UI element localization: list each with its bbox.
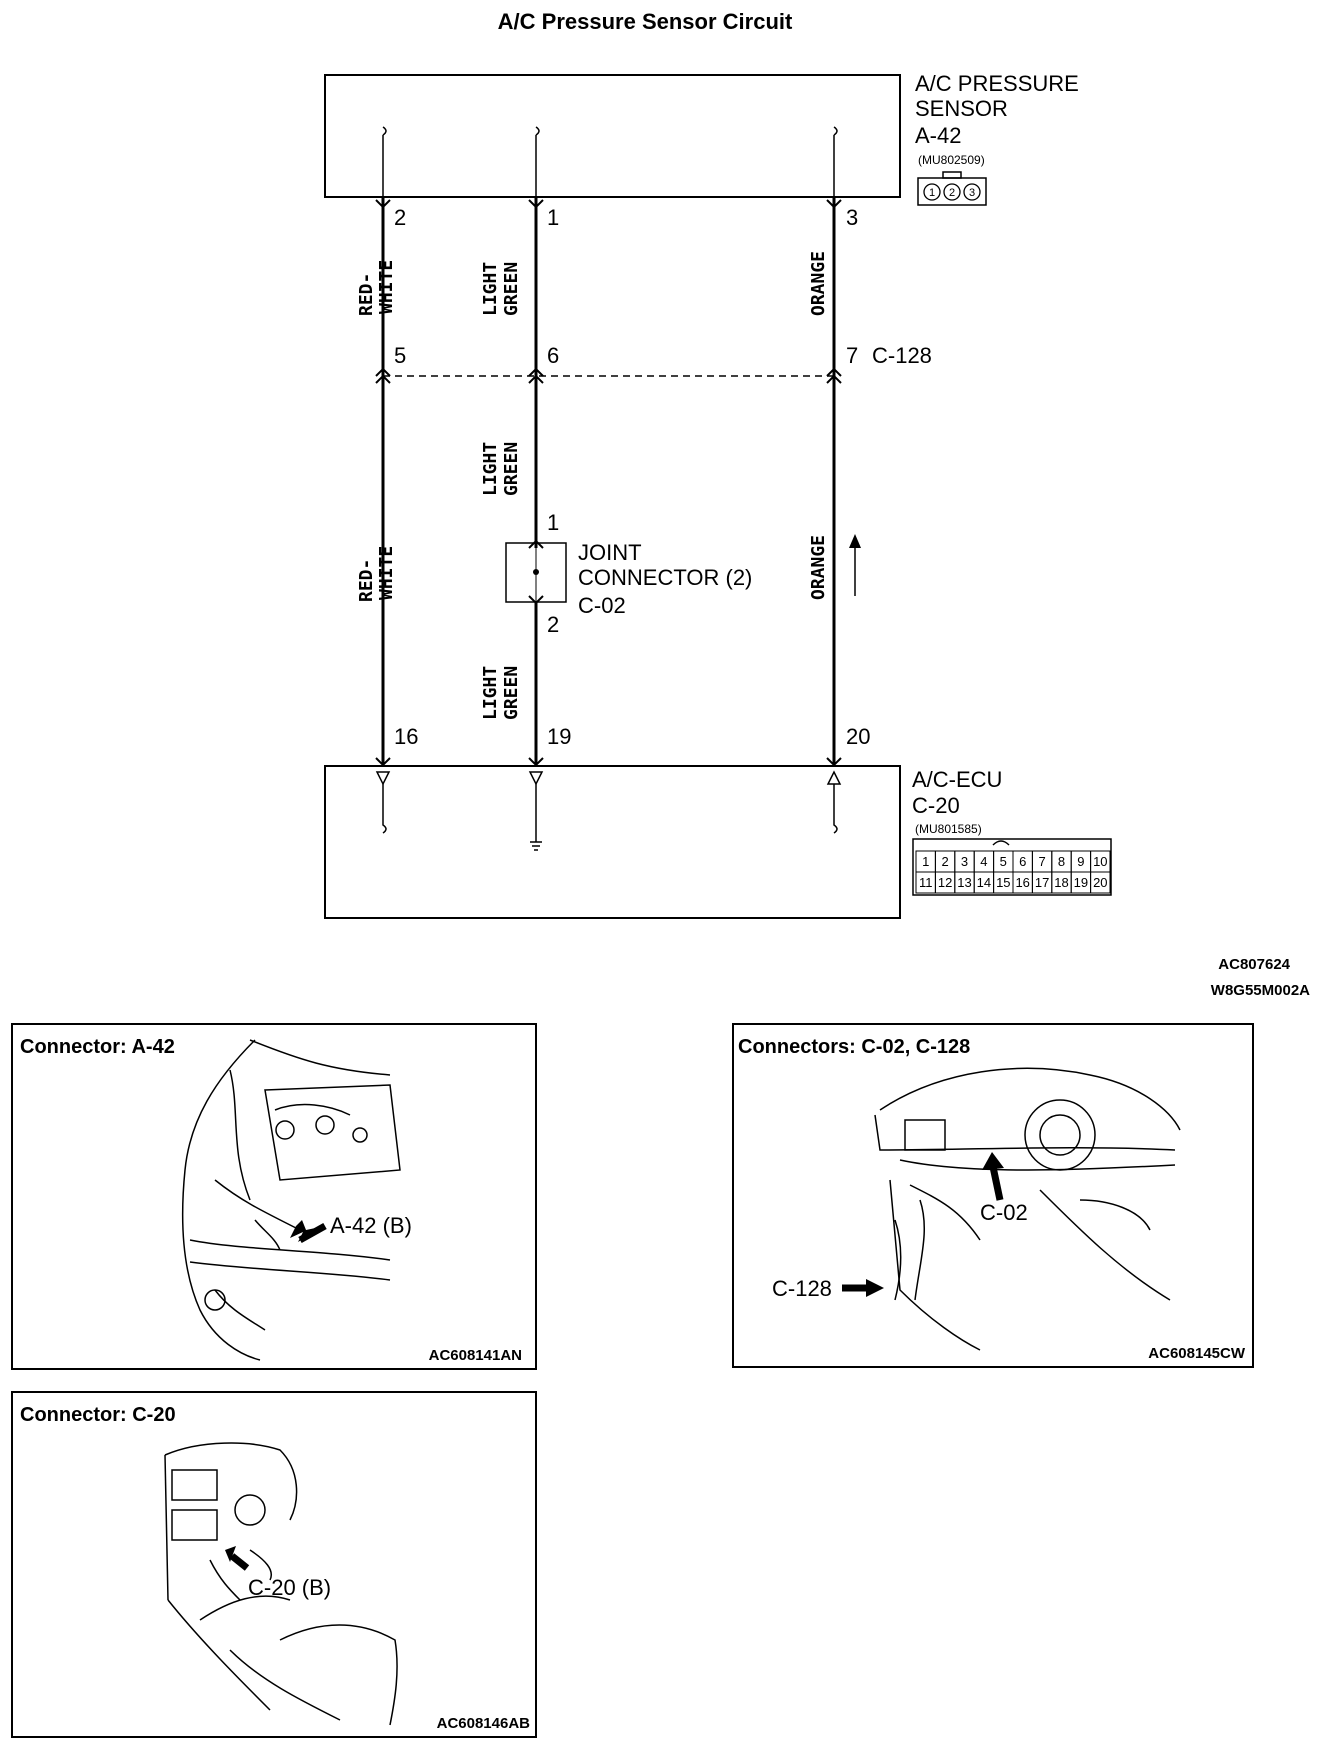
sensor-name-line2: SENSOR [915, 96, 1008, 121]
wire-label-white-upper: WHITE [376, 260, 397, 314]
ecu-pin-number: 9 [1077, 854, 1084, 869]
console-illustration [164, 1442, 398, 1726]
wire-label-light-lower: LIGHT [480, 666, 501, 720]
ecu-pin-19: 19 [547, 724, 571, 749]
connector-view-c20: Connector: C-20 C-20 (B) AC608146AB [11, 1391, 537, 1738]
ecu-connector-id: C-20 [912, 793, 960, 818]
c128-connector-id: C-128 [872, 343, 932, 368]
c20-callout-label: C-20 (B) [248, 1575, 331, 1600]
dashboard-illustration [874, 1067, 1181, 1351]
c20-callout-arrow [229, 1553, 250, 1571]
ecu-name: A/C-ECU [912, 767, 1002, 792]
ecu-pin-number: 12 [938, 875, 952, 890]
sensor-pin-2: 2 [394, 205, 406, 230]
ecu-pin-16: 16 [394, 724, 418, 749]
ecu-pin-number: 17 [1035, 875, 1049, 890]
joint-label-line1: JOINT [578, 540, 642, 565]
ecu-pin-number: 19 [1074, 875, 1088, 890]
svg-text:Connector: A-42: Connector: A-42 [20, 1036, 175, 1058]
joint-connector-box [505, 539, 567, 605]
wire-label-light-upper: LIGHT [480, 262, 501, 316]
wire-label-light-mid: LIGHT [480, 442, 501, 496]
ecu-pin-number: 8 [1058, 854, 1065, 869]
diagram-title: A/C Pressure Sensor Circuit [498, 9, 793, 34]
sensor-box [324, 74, 901, 198]
sensor-internal-terminals [382, 126, 838, 197]
wire-label-green-upper: GREEN [501, 262, 522, 316]
ecu-pin-number: 14 [977, 875, 991, 890]
connector-view-c02-c128: Connectors: C-02, C-128 C-02 C-128 AC608… [732, 1023, 1254, 1368]
svg-text:Connector: C-20: Connector: C-20 [20, 1404, 176, 1426]
joint-label-line2: CONNECTOR (2) [578, 565, 752, 590]
ecu-pin-20: 20 [846, 724, 870, 749]
ecu-pin-cell [1090, 871, 1111, 894]
joint-connector-id: C-02 [578, 593, 626, 618]
c128-pin-7: 7 [846, 343, 858, 368]
c128-callout-label: C-128 [772, 1276, 832, 1301]
svg-text:Connectors: C-02, C-128: Connectors: C-02, C-128 [738, 1036, 970, 1058]
ecu-pin-number: 6 [1019, 854, 1026, 869]
a42-callout-label: A-42 (B) [330, 1213, 412, 1238]
joint-pin-1: 1 [547, 510, 559, 535]
figure-code-2: W8G55M002A [1211, 982, 1310, 999]
ecu-pin-number: 7 [1038, 854, 1045, 869]
engine-bay-illustration [181, 1039, 401, 1361]
ecu-pin-number: 4 [980, 854, 987, 869]
sensor-part-number: (MU802509) [918, 153, 985, 167]
ecu-pin-arrows [375, 757, 842, 767]
ecu-connector-latch [992, 840, 1010, 846]
ecu-internal-terminals [375, 770, 842, 851]
c20-figure-code: AC608146AB [437, 1715, 531, 1732]
connector-view-a42: Connector: A-42 A-42 (B) AC608141AN [11, 1023, 537, 1370]
ecu-box [324, 765, 901, 919]
svg-text:2: 2 [949, 187, 955, 199]
a42-figure-code: AC608141AN [429, 1347, 522, 1364]
ecu-pin-number: 18 [1054, 875, 1068, 890]
wire-label-orange-upper: ORANGE [808, 251, 829, 316]
signal-direction-arrow [849, 534, 861, 596]
wire-label-green-lower: GREEN [501, 666, 522, 720]
sensor-pin-1: 1 [547, 205, 559, 230]
ecu-connector-face [912, 838, 1112, 896]
svg-text:1: 1 [929, 187, 935, 199]
wire-label-green-mid: GREEN [501, 442, 522, 496]
sensor-connector-face: 1 2 3 [917, 171, 987, 206]
joint-pin-2: 2 [547, 612, 559, 637]
wire-label-orange-lower: ORANGE [808, 535, 829, 600]
ecu-part-number: (MU801585) [915, 822, 982, 836]
sensor-name-line1: A/C PRESSURE [915, 71, 1079, 96]
figure-code-1: AC807624 [1218, 956, 1290, 973]
ecu-pin-number: 2 [941, 854, 948, 869]
c02-c128-figure-code: AC608145CW [1148, 1345, 1246, 1362]
a42-callout-arrow [290, 1220, 325, 1242]
c128-pin-6: 6 [547, 343, 559, 368]
wire-label-red-upper: RED- [356, 273, 377, 316]
wire-label-white-lower: WHITE [376, 546, 397, 600]
c02-callout-label: C-02 [980, 1200, 1028, 1225]
c128-pin-arrows [375, 367, 842, 384]
ecu-pin-number: 16 [1015, 875, 1029, 890]
svg-text:3: 3 [969, 187, 975, 199]
ecu-pin-number: 20 [1093, 875, 1107, 890]
sensor-pin-3: 3 [846, 205, 858, 230]
ecu-pin-number: 13 [957, 875, 971, 890]
ecu-pin-number: 1 [922, 854, 929, 869]
ecu-pin-number: 15 [996, 875, 1010, 890]
ecu-pin-number: 11 [919, 875, 933, 890]
ecu-pin-number: 3 [961, 854, 968, 869]
ecu-pin-number: 5 [1000, 854, 1007, 869]
ecu-pin-number: 10 [1093, 854, 1107, 869]
sensor-connector-id: A-42 [915, 123, 961, 148]
sensor-pin-arrows [375, 199, 842, 209]
wire-label-red-lower: RED- [356, 559, 377, 602]
c128-pin-5: 5 [394, 343, 406, 368]
